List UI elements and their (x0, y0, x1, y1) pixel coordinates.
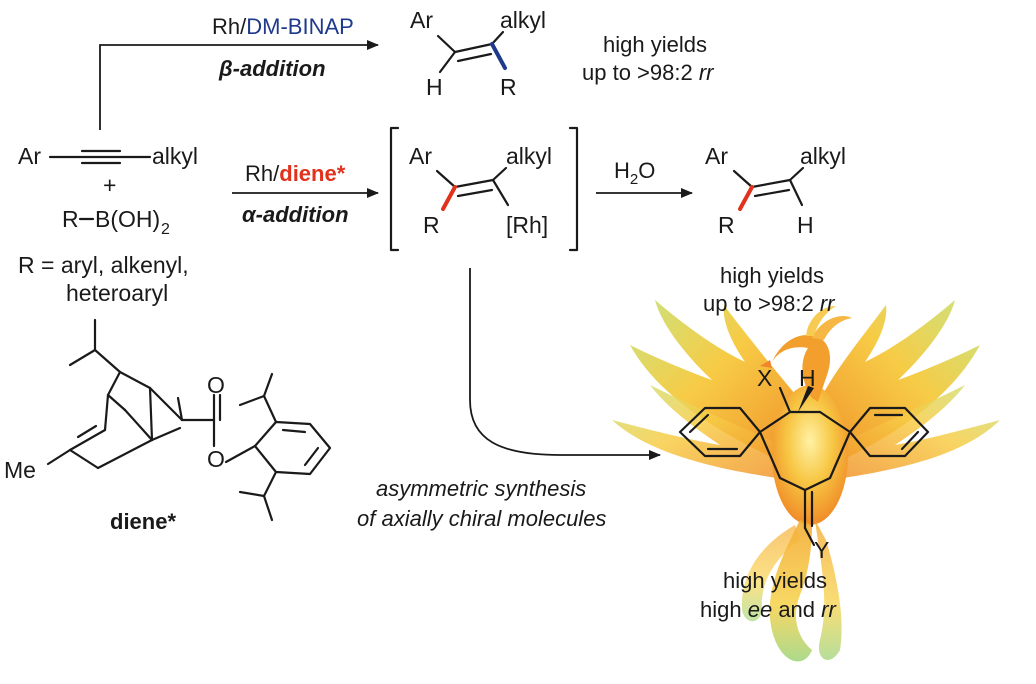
boronic-b-label: B(OH) (95, 206, 160, 232)
asymmetric-synthesis-arrow (469, 268, 661, 460)
boronic-subscript: 2 (161, 221, 170, 238)
alpha-product-ar: Ar (705, 143, 728, 169)
axial-h-label: H (799, 365, 816, 391)
axially-chiral-product: X H Y (678, 365, 930, 563)
ligand-me-label: Me (4, 457, 36, 483)
alpha-addition-label: α-addition (242, 202, 349, 227)
ligand-ester-o: O (207, 446, 225, 472)
alkyne-ar-label: Ar (18, 143, 41, 169)
r-definition-line1: R = aryl, alkenyl, (18, 252, 189, 278)
beta-result-line2: up to >98:2 rr (582, 60, 715, 85)
boronic-r-label: R (62, 206, 79, 232)
axial-result-line1: high yields (723, 568, 827, 593)
intermediate-ar: Ar (409, 143, 432, 169)
beta-product-h: H (426, 74, 443, 100)
water-label: H2O (614, 158, 655, 188)
alpha-product-alkene: Ar alkyl R H (705, 143, 846, 238)
beta-addition-arrow (99, 40, 379, 130)
intermediate-r: R (423, 212, 440, 238)
beta-product-r: R (500, 74, 517, 100)
alpha-product-h: H (797, 212, 814, 238)
alpha-product-alkyl: alkyl (800, 143, 846, 169)
plus-sign: + (103, 172, 116, 198)
intermediate-alkyl: alkyl (506, 143, 552, 169)
axial-result-line2: high ee and rr (700, 597, 837, 622)
beta-product-ar: Ar (410, 7, 433, 33)
r-definition-line2: heteroaryl (66, 280, 168, 306)
intermediate-rh: [Rh] (506, 212, 548, 238)
axial-y-label: Y (814, 537, 829, 563)
asymmetric-label-line2: of axially chiral molecules (357, 506, 606, 531)
diene-ligand-structure: Me O O (4, 318, 332, 522)
alpha-result-line2: up to >98:2 rr (703, 291, 836, 316)
alpha-catalyst-label: Rh/diene* (245, 161, 346, 186)
alpha-result-line1: high yields (720, 263, 824, 288)
rhodium-intermediate: Ar alkyl R [Rh] (389, 126, 579, 252)
beta-product-alkyl: alkyl (500, 7, 546, 33)
ligand-carbonyl-o: O (207, 372, 225, 398)
axial-x-label: X (757, 365, 772, 391)
asymmetric-label-line1: asymmetric synthesis (376, 476, 586, 501)
beta-result-line1: high yields (603, 32, 707, 57)
diene-ligand-name: diene* (110, 509, 176, 534)
boronic-acid: R B(OH) 2 (62, 206, 170, 238)
alpha-product-r: R (718, 212, 735, 238)
alkyne-alkyl-label: alkyl (152, 143, 198, 169)
beta-catalyst-label: Rh/DM-BINAP (212, 14, 354, 39)
beta-product-alkene: Ar alkyl H R (410, 7, 546, 100)
alkyne-substrate: Ar alkyl (18, 143, 198, 169)
beta-addition-label: β-addition (218, 56, 326, 81)
